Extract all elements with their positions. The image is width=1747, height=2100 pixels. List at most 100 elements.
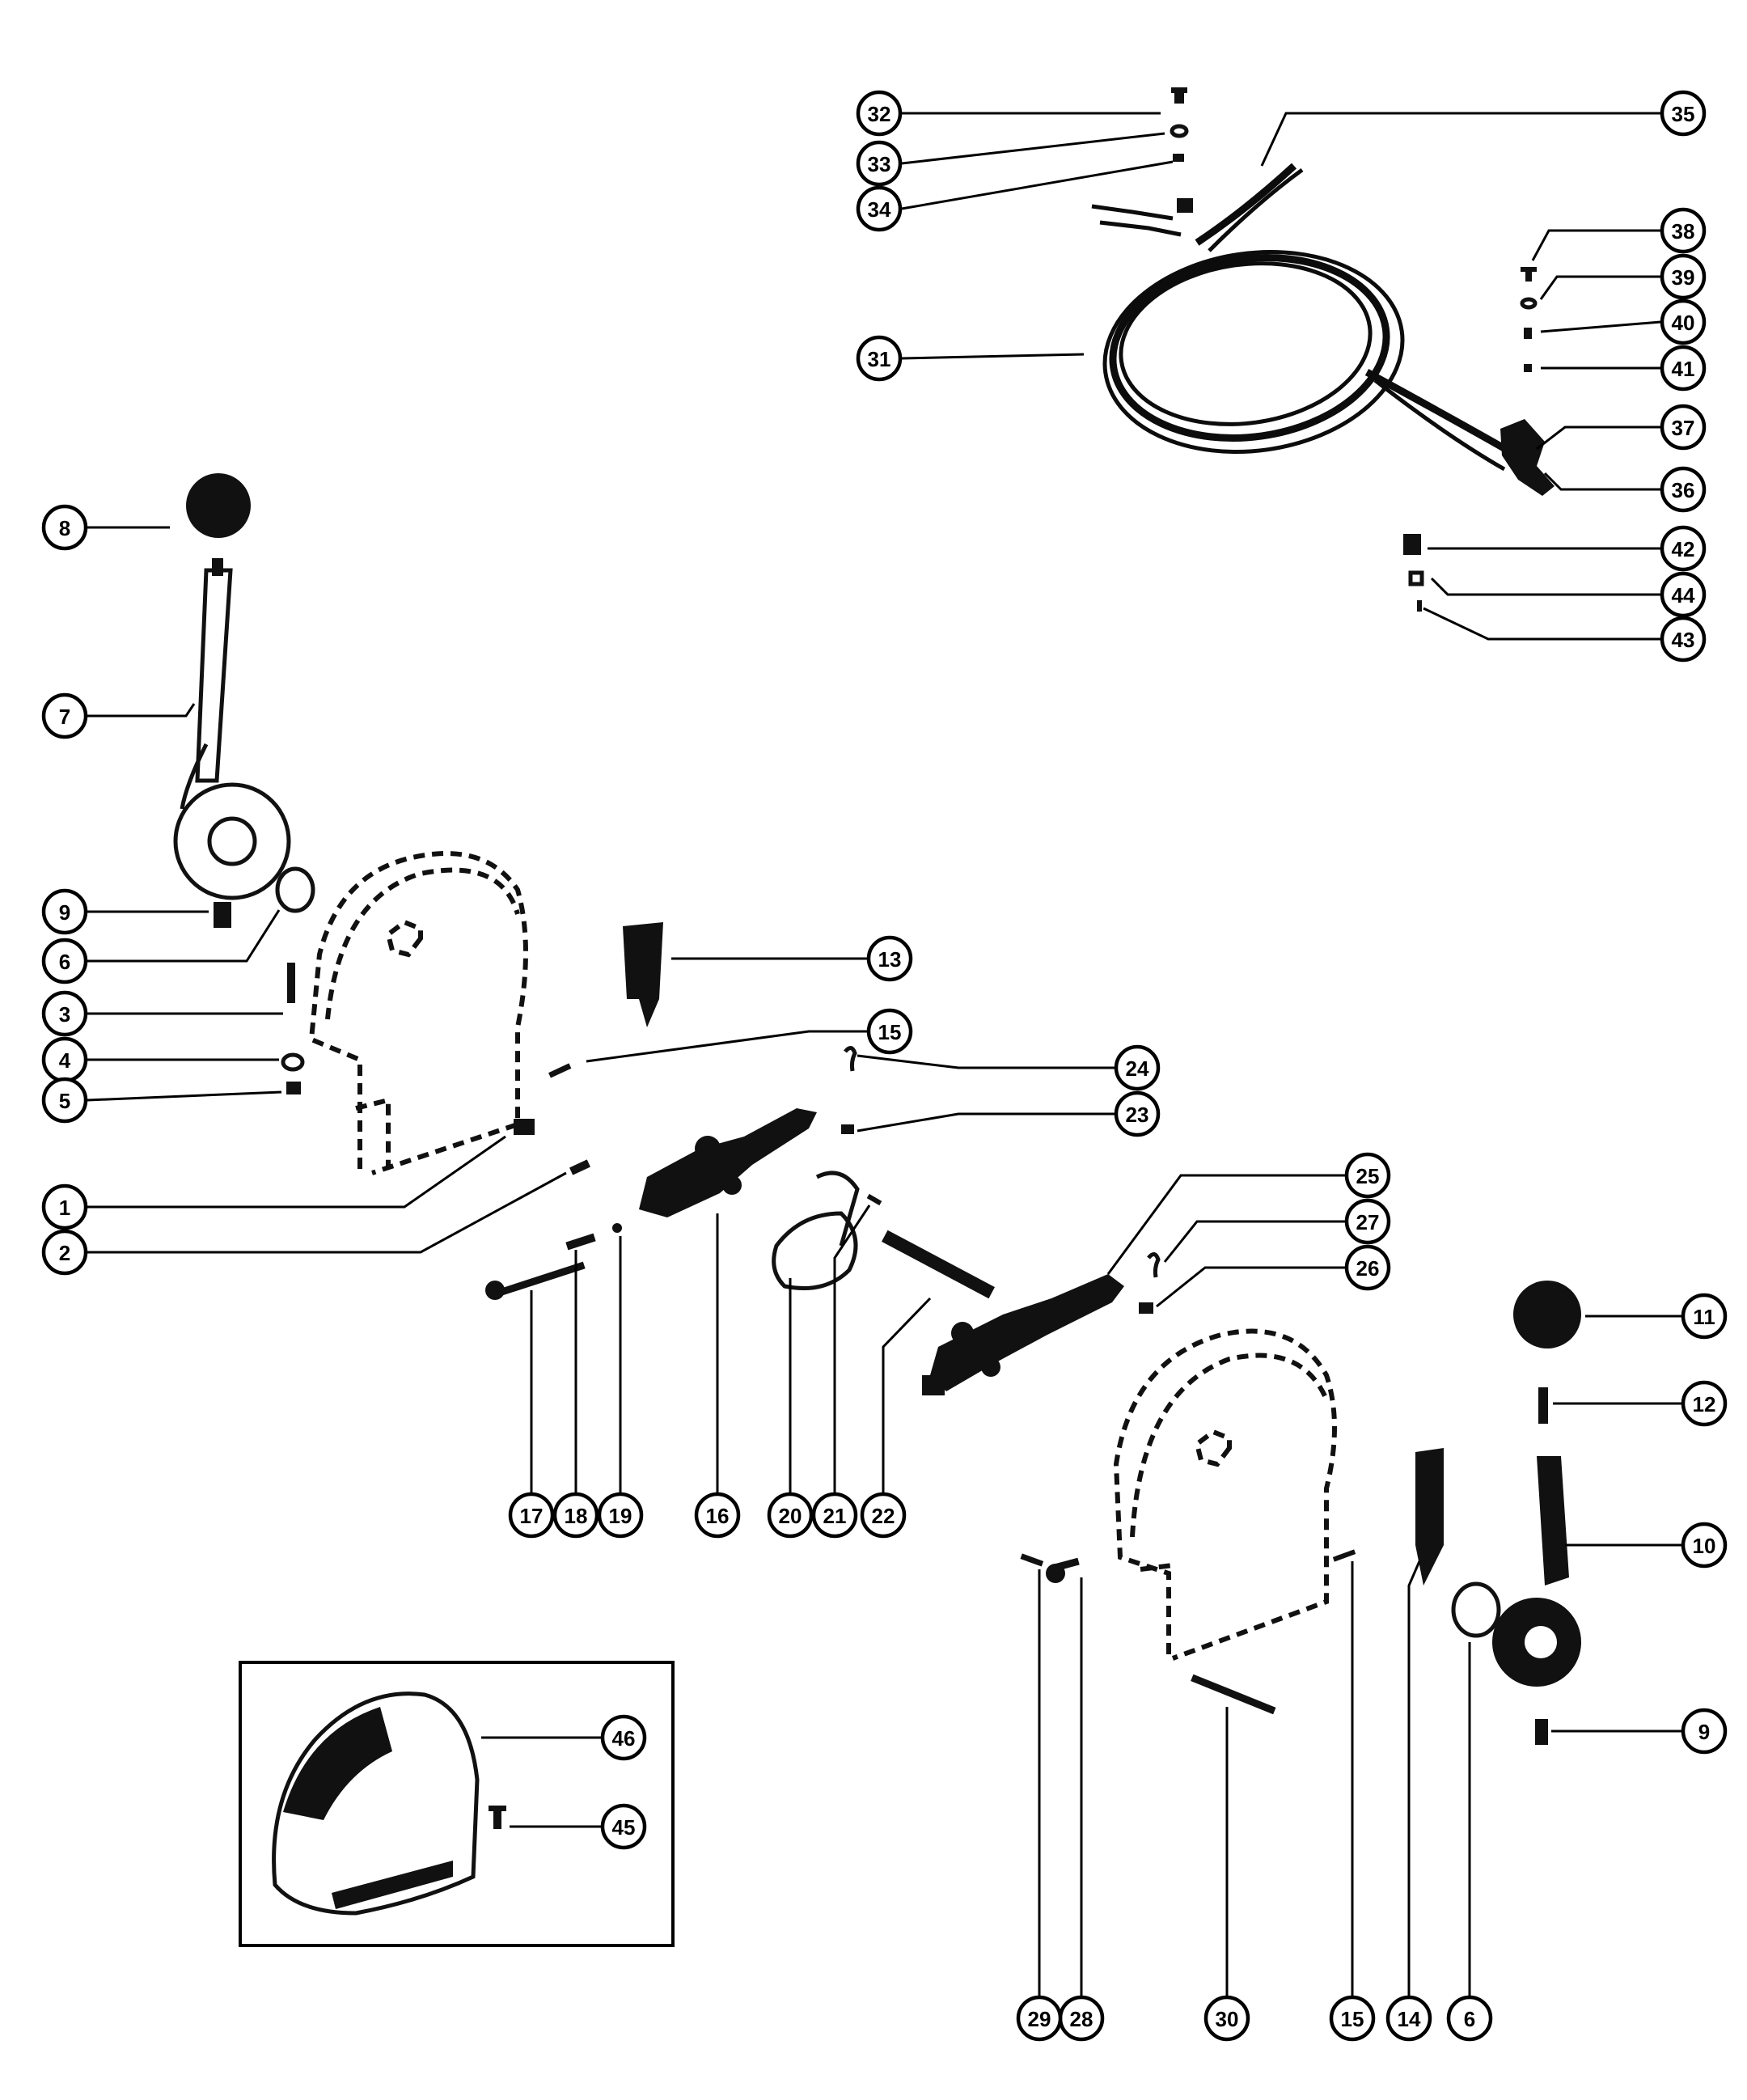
callout-number: 33 bbox=[868, 152, 891, 176]
callout-4: 4 bbox=[41, 1036, 88, 1083]
callout-27: 27 bbox=[1344, 1198, 1391, 1245]
callout-number: 7 bbox=[59, 705, 70, 729]
callout-number: 3 bbox=[59, 1002, 70, 1027]
callout-circle bbox=[866, 935, 913, 982]
callout-circle bbox=[1114, 1044, 1161, 1091]
callout-circle bbox=[1329, 1995, 1376, 2042]
callout-circle bbox=[856, 140, 903, 187]
callout-number: 20 bbox=[779, 1504, 802, 1528]
callout-9b: 9 bbox=[1681, 1708, 1728, 1755]
callout-circle bbox=[1660, 466, 1707, 513]
callout-number: 14 bbox=[1398, 2007, 1421, 2031]
callout-44: 44 bbox=[1660, 571, 1707, 618]
callout-26: 26 bbox=[1344, 1244, 1391, 1291]
callout-13: 13 bbox=[866, 935, 913, 982]
callout-number: 8 bbox=[59, 516, 70, 540]
part-drawings bbox=[173, 87, 1581, 1947]
callout-number: 25 bbox=[1356, 1164, 1380, 1188]
callout-46: 46 bbox=[600, 1714, 647, 1761]
callout-circle bbox=[508, 1492, 555, 1539]
callout-circle bbox=[1016, 1995, 1063, 2042]
parts-20-24-drawing bbox=[772, 1046, 995, 1299]
callout-number: 15 bbox=[878, 1020, 902, 1044]
callout-15b: 15 bbox=[1329, 1995, 1376, 2042]
callout-circle bbox=[767, 1492, 814, 1539]
callout-14: 14 bbox=[1385, 1995, 1432, 2042]
callout-41: 41 bbox=[1660, 345, 1707, 392]
callout-number: 18 bbox=[565, 1504, 588, 1528]
callout-31: 31 bbox=[856, 335, 903, 382]
right-hardware-drawing bbox=[1020, 1448, 1501, 1715]
callout-circle bbox=[41, 1077, 88, 1124]
callout-circle bbox=[856, 185, 903, 232]
callout-circle bbox=[1344, 1152, 1391, 1199]
callout-24: 24 bbox=[1114, 1044, 1161, 1091]
callout-45: 45 bbox=[600, 1803, 647, 1850]
callout-circle bbox=[41, 990, 88, 1037]
callout-number: 32 bbox=[868, 102, 891, 126]
callout-number: 45 bbox=[612, 1815, 636, 1840]
callout-32: 32 bbox=[856, 90, 903, 137]
callout-circle bbox=[1660, 345, 1707, 392]
callout-circle bbox=[41, 504, 88, 551]
left-housing-outline bbox=[308, 851, 528, 1175]
pin-15-left-drawing bbox=[548, 1063, 572, 1078]
callout-6b: 6 bbox=[1446, 1995, 1493, 2042]
callout-10: 10 bbox=[1681, 1522, 1728, 1569]
callout-number: 5 bbox=[59, 1089, 70, 1113]
callout-2: 2 bbox=[41, 1229, 88, 1276]
callout-36: 36 bbox=[1660, 466, 1707, 513]
callout-circle bbox=[1660, 253, 1707, 300]
right-housing-outline bbox=[1113, 1328, 1337, 1661]
callout-12: 12 bbox=[1681, 1380, 1728, 1427]
callout-number: 40 bbox=[1672, 311, 1695, 335]
callout-circle bbox=[1681, 1293, 1728, 1340]
callout-number: 19 bbox=[609, 1504, 632, 1528]
callout-circle bbox=[600, 1714, 647, 1761]
callout-circle bbox=[1660, 298, 1707, 345]
callout-circle bbox=[1681, 1708, 1728, 1755]
callout-number: 36 bbox=[1672, 478, 1695, 502]
callout-6a: 6 bbox=[41, 938, 88, 984]
callout-30: 30 bbox=[1203, 1995, 1250, 2042]
shift-lever-16-drawing bbox=[514, 1108, 817, 1217]
callout-9a: 9 bbox=[41, 888, 88, 935]
callout-number: 21 bbox=[823, 1504, 847, 1528]
callout-number: 4 bbox=[59, 1048, 71, 1073]
callout-circle bbox=[1344, 1244, 1391, 1291]
callout-number: 6 bbox=[1464, 2007, 1475, 2031]
callout-37: 37 bbox=[1660, 404, 1707, 451]
callout-number: 42 bbox=[1672, 537, 1695, 561]
callout-number: 28 bbox=[1070, 2007, 1093, 2031]
callout-number: 27 bbox=[1356, 1210, 1380, 1234]
callout-16: 16 bbox=[694, 1492, 741, 1539]
callout-circle bbox=[1385, 1995, 1432, 2042]
callout-35: 35 bbox=[1660, 90, 1707, 137]
callout-circle bbox=[856, 90, 903, 137]
callout-29: 29 bbox=[1016, 1995, 1063, 2042]
callout-number: 24 bbox=[1126, 1056, 1149, 1081]
callout-circle bbox=[41, 1183, 88, 1230]
callout-number: 16 bbox=[706, 1504, 730, 1528]
callout-number: 11 bbox=[1693, 1305, 1715, 1329]
callout-number: 39 bbox=[1672, 265, 1695, 290]
callout-number: 37 bbox=[1672, 416, 1695, 440]
callout-40: 40 bbox=[1660, 298, 1707, 345]
callout-19: 19 bbox=[597, 1492, 644, 1539]
callout-circle bbox=[1660, 207, 1707, 254]
callout-circle bbox=[1344, 1198, 1391, 1245]
callout-number: 2 bbox=[59, 1241, 70, 1265]
small-hardware-drawings bbox=[1170, 87, 1538, 612]
callout-number: 34 bbox=[868, 197, 891, 222]
callout-number: 1 bbox=[59, 1196, 70, 1220]
callout-18: 18 bbox=[552, 1492, 599, 1539]
callout-33: 33 bbox=[856, 140, 903, 187]
callout-15a: 15 bbox=[866, 1008, 913, 1055]
callout-20: 20 bbox=[767, 1492, 814, 1539]
callout-number: 41 bbox=[1672, 357, 1695, 381]
callout-number: 23 bbox=[1126, 1103, 1149, 1127]
callout-number: 38 bbox=[1672, 219, 1695, 243]
callout-circle bbox=[811, 1492, 858, 1539]
